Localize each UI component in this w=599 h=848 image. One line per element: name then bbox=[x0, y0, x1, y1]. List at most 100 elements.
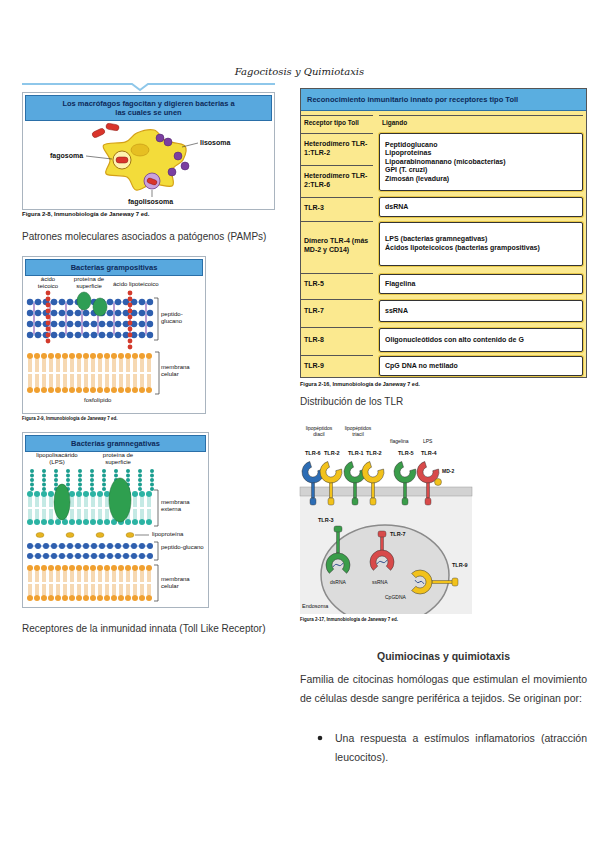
gram-negative-figure bbox=[62, 595, 68, 601]
figure-panel: Los macrófagos fagocitan y digieren bact… bbox=[22, 92, 275, 210]
gram-positive-figure bbox=[134, 374, 135, 387]
column-header-cell: Ligando bbox=[379, 115, 583, 130]
gram-positive-figure bbox=[27, 299, 33, 305]
section-heading: Distribución de los TLR bbox=[300, 396, 500, 408]
gram-positive-figure bbox=[146, 353, 152, 359]
gram-negative-figure bbox=[50, 571, 51, 582]
gram-negative-figure bbox=[102, 483, 106, 487]
gram-negative-figure bbox=[94, 571, 95, 582]
compartment-label: Endosoma bbox=[302, 603, 328, 610]
gram-negative-figure bbox=[99, 553, 105, 559]
cell-text: CpG DNA no metilado bbox=[385, 362, 577, 371]
gram-negative-figure bbox=[139, 565, 145, 571]
gram-negative-figure bbox=[43, 584, 44, 595]
gram-positive-figure bbox=[85, 374, 86, 387]
gram-positive-figure bbox=[46, 309, 51, 314]
receptor-cell: TLR-9 bbox=[301, 355, 373, 377]
gram-negative-figure bbox=[50, 584, 51, 595]
receptor-label: TLR-2 bbox=[324, 450, 340, 457]
gram-positive-figure bbox=[115, 332, 121, 338]
gram-negative-figure bbox=[150, 509, 151, 519]
callout-label: proteína de superficie bbox=[68, 276, 110, 290]
gram-negative-figure bbox=[125, 519, 131, 525]
gram-negative-figure bbox=[99, 543, 105, 549]
macrophage-figure bbox=[91, 128, 105, 139]
tlr-distribution-figure bbox=[377, 560, 387, 564]
cell-text: Oligonucleótidos con alto contenido de G bbox=[385, 336, 577, 345]
cell-text: GPI (T. cruzi) bbox=[385, 166, 577, 175]
gram-positive-figure bbox=[43, 374, 44, 387]
figure-caption: Figura 2-8, Inmunobiología de Janeway 7 … bbox=[22, 211, 242, 218]
gram-positive-figure bbox=[46, 315, 51, 320]
gram-positive-figure bbox=[76, 387, 82, 393]
gram-negative-figure bbox=[141, 571, 142, 582]
gram-negative-figure bbox=[102, 469, 106, 473]
gram-negative-figure bbox=[125, 565, 131, 571]
gram-positive-figure bbox=[45, 359, 46, 372]
macrophage-figure bbox=[182, 143, 198, 147]
gram-positive-figure bbox=[120, 359, 121, 372]
gram-positive-figure bbox=[87, 359, 88, 372]
gram-negative-figure bbox=[36, 497, 37, 507]
gram-negative-figure bbox=[148, 584, 149, 595]
gram-negative-figure bbox=[90, 469, 94, 473]
gram-positive-figure bbox=[29, 359, 150, 387]
gram-negative-figure bbox=[27, 565, 152, 571]
gram-negative-figure bbox=[126, 478, 130, 482]
gram-negative-figure bbox=[138, 469, 142, 473]
gram-positive-figure bbox=[139, 353, 145, 359]
gram-positive-figure bbox=[150, 374, 151, 387]
gram-negative-figure bbox=[97, 491, 103, 497]
gram-positive-figure bbox=[31, 374, 32, 387]
gram-negative-figure bbox=[139, 595, 145, 601]
gram-positive-figure bbox=[97, 387, 103, 393]
gram-negative-figure bbox=[66, 469, 70, 473]
gram-negative-figure bbox=[97, 595, 103, 601]
gram-negative-figure bbox=[29, 571, 30, 582]
tlr-distribution-figure bbox=[370, 498, 376, 505]
gram-negative-figure bbox=[71, 509, 72, 519]
gram-negative-figure bbox=[92, 509, 93, 519]
gram-positive-figure bbox=[66, 359, 67, 372]
gram-negative-figure bbox=[87, 509, 88, 519]
gram-negative-figure bbox=[118, 565, 124, 571]
gram-positive-figure bbox=[76, 353, 82, 359]
gram-negative-figure bbox=[154, 490, 158, 526]
gram-negative-figure bbox=[30, 478, 34, 482]
receptor-label: TLR-7 bbox=[390, 531, 406, 538]
gram-negative-figure bbox=[85, 584, 86, 595]
gram-negative-figure bbox=[50, 497, 51, 507]
ligand-cell: dsRNA bbox=[379, 197, 583, 217]
tlr-distribution-figure bbox=[300, 461, 472, 625]
gram-negative-figure bbox=[87, 584, 88, 595]
gram-negative-figure bbox=[80, 497, 81, 507]
gram-positive-figure bbox=[128, 345, 133, 350]
gram-negative-figure bbox=[66, 478, 70, 482]
gram-negative-figure bbox=[54, 483, 58, 487]
gram-positive-figure bbox=[64, 374, 65, 387]
gram-negative-figure bbox=[48, 519, 54, 525]
gram-negative-figure bbox=[101, 584, 102, 595]
gram-negative-figure bbox=[27, 553, 33, 559]
ligand-label: lipopéptidos diacil bbox=[301, 425, 337, 437]
gram-positive-figure bbox=[94, 374, 95, 387]
header-text: Receptor tipo Toll bbox=[304, 119, 370, 127]
gram-negative-figure bbox=[115, 543, 121, 549]
gram-negative-figure bbox=[66, 474, 70, 478]
gram-positive-figure bbox=[128, 291, 133, 296]
gram-positive-figure bbox=[27, 353, 152, 359]
gram-negative-figure bbox=[80, 571, 81, 582]
gram-negative-figure bbox=[73, 571, 74, 582]
gram-negative-figure bbox=[132, 491, 138, 497]
gram-positive-figure bbox=[62, 387, 68, 393]
gram-negative-figure bbox=[76, 491, 82, 497]
gram-negative-figure bbox=[78, 584, 79, 595]
gram-positive-figure bbox=[51, 332, 57, 338]
tlr-distribution-figure bbox=[452, 578, 458, 586]
bullet-dot bbox=[318, 736, 323, 741]
gram-negative-figure bbox=[38, 584, 39, 595]
gram-negative-figure bbox=[52, 509, 53, 519]
gram-negative-figure bbox=[106, 571, 107, 582]
gram-negative-figure bbox=[150, 487, 154, 491]
gram-negative-figure bbox=[141, 497, 142, 507]
